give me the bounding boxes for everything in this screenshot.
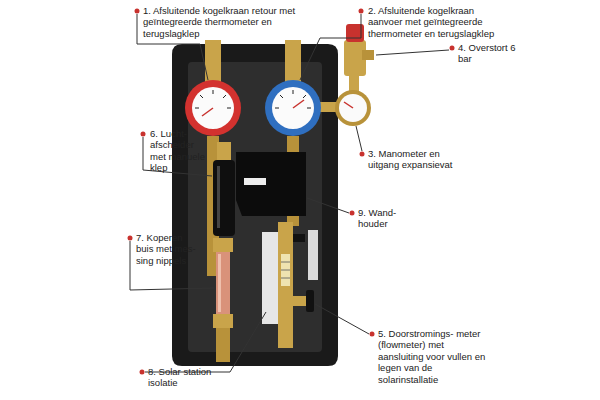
callout-label: 6. Lucht- afscheider met manuele klep bbox=[150, 128, 208, 174]
copper-pipe bbox=[216, 252, 230, 314]
relief-valve-outlet bbox=[362, 50, 374, 60]
callout-label: 9. Wand- houder bbox=[358, 207, 406, 230]
callout-label: 3. Manometer en uitgang expansievat bbox=[368, 148, 468, 171]
air-separator-highlight bbox=[217, 166, 220, 228]
air-separator-top bbox=[217, 142, 231, 162]
wall-bracket bbox=[236, 152, 306, 216]
dial-ticks bbox=[275, 90, 311, 108]
brass-nipple bbox=[213, 238, 233, 252]
flowmeter-body bbox=[278, 222, 293, 348]
callout-label: 7. Koperen buis met mes- sing nippels bbox=[136, 232, 202, 266]
callout-label: 2. Afsluitende kogelkraan aanvoer met ge… bbox=[368, 5, 500, 39]
supply-thermometer-dial bbox=[272, 87, 314, 129]
flowmeter-glass bbox=[281, 254, 290, 286]
insulation-cutout bbox=[308, 230, 318, 280]
dial-ticks bbox=[195, 90, 231, 108]
brass-fitting bbox=[285, 40, 301, 82]
callout-label: 5. Doorstromings- meter (flowmeter) met … bbox=[378, 328, 488, 385]
supply-thermometer-ring bbox=[265, 80, 321, 136]
fill-valve-handle bbox=[306, 290, 314, 312]
leader-lines bbox=[130, 14, 449, 372]
return-thermometer-ring bbox=[185, 80, 241, 136]
manometer-needle bbox=[344, 102, 353, 108]
callout-label: 1. Afsluitende kogelkraan retour met geï… bbox=[143, 5, 308, 39]
bracket-sticker bbox=[244, 178, 266, 185]
brass-nipple bbox=[213, 314, 233, 328]
thermometer-needle bbox=[293, 100, 304, 108]
insulation-recess bbox=[188, 62, 322, 352]
flowmeter-valve-handle bbox=[293, 234, 305, 242]
brass-pipe bbox=[216, 328, 230, 362]
thermometer-needle bbox=[202, 108, 213, 116]
copper-highlight bbox=[218, 254, 221, 312]
return-thermometer-dial bbox=[192, 87, 234, 129]
flowmeter-scale bbox=[281, 262, 290, 278]
manometer-ring bbox=[335, 90, 371, 126]
insulation-cutout bbox=[262, 232, 278, 324]
air-separator bbox=[213, 160, 235, 236]
callout-dots bbox=[128, 9, 455, 375]
callout-label: 4. Overstort 6 bar bbox=[458, 42, 518, 65]
insulation-shell bbox=[172, 44, 338, 366]
callout-label: 8. Solar station isolatie bbox=[148, 366, 228, 389]
manometer-dial bbox=[339, 94, 367, 122]
